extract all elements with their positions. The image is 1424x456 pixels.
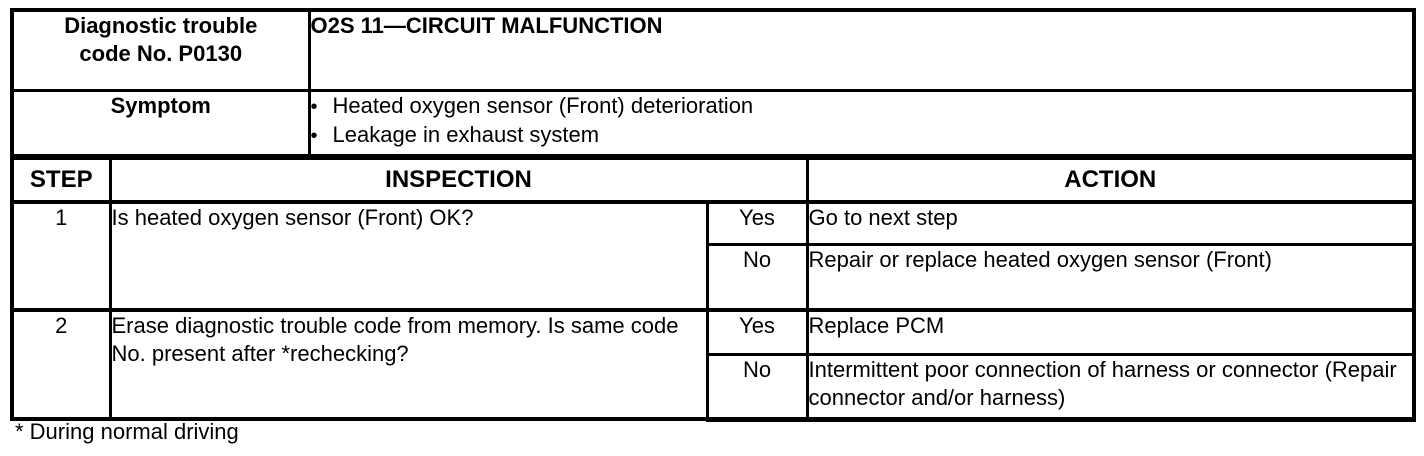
inspection-cell: Is heated oxygen sensor (Front) OK? — [108, 200, 709, 312]
col-header-action: ACTION — [805, 155, 1416, 204]
step-number: 1 — [10, 200, 112, 312]
inspection-cell: Erase diagnostic trouble code from memor… — [108, 308, 709, 421]
step-number: 2 — [10, 308, 112, 421]
answer-cell: No — [705, 352, 809, 422]
action-cell: Intermittent poor connection of harness … — [805, 352, 1416, 422]
symptom-label: Symptom — [10, 88, 311, 160]
answer-cell: Yes — [705, 308, 809, 356]
diagnostic-trouble-code-table: Diagnostic trouble code No. P0130 O2S 11… — [10, 8, 1417, 422]
action-cell: Repair or replace heated oxygen sensor (… — [805, 242, 1416, 312]
bullet-marker: • — [310, 124, 318, 147]
answer-cell: Yes — [705, 200, 809, 246]
symptom-item: • Heated oxygen sensor (Front) deteriorat… — [310, 92, 1411, 121]
malfunction-title: O2S 11—CIRCUIT MALFUNCTION — [307, 8, 1416, 92]
answer-cell: No — [705, 242, 809, 312]
action-cell: Go to next step — [805, 200, 1416, 246]
col-header-step: STEP — [10, 155, 112, 204]
dtc-code-cell: Diagnostic trouble code No. P0130 — [10, 8, 311, 92]
symptom-item-text: Heated oxygen sensor (Front) deteriorati… — [332, 92, 754, 118]
action-cell: Replace PCM — [805, 308, 1416, 356]
symptom-list: • Heated oxygen sensor (Front) deteriorat… — [307, 88, 1416, 160]
bullet-marker: • — [310, 95, 318, 118]
symptom-item: • Leakage in exhaust system — [310, 121, 1411, 150]
col-header-inspection: INSPECTION — [108, 155, 809, 204]
footnote: * During normal driving — [15, 419, 239, 444]
symptom-item-text: Leakage in exhaust system — [332, 121, 600, 147]
